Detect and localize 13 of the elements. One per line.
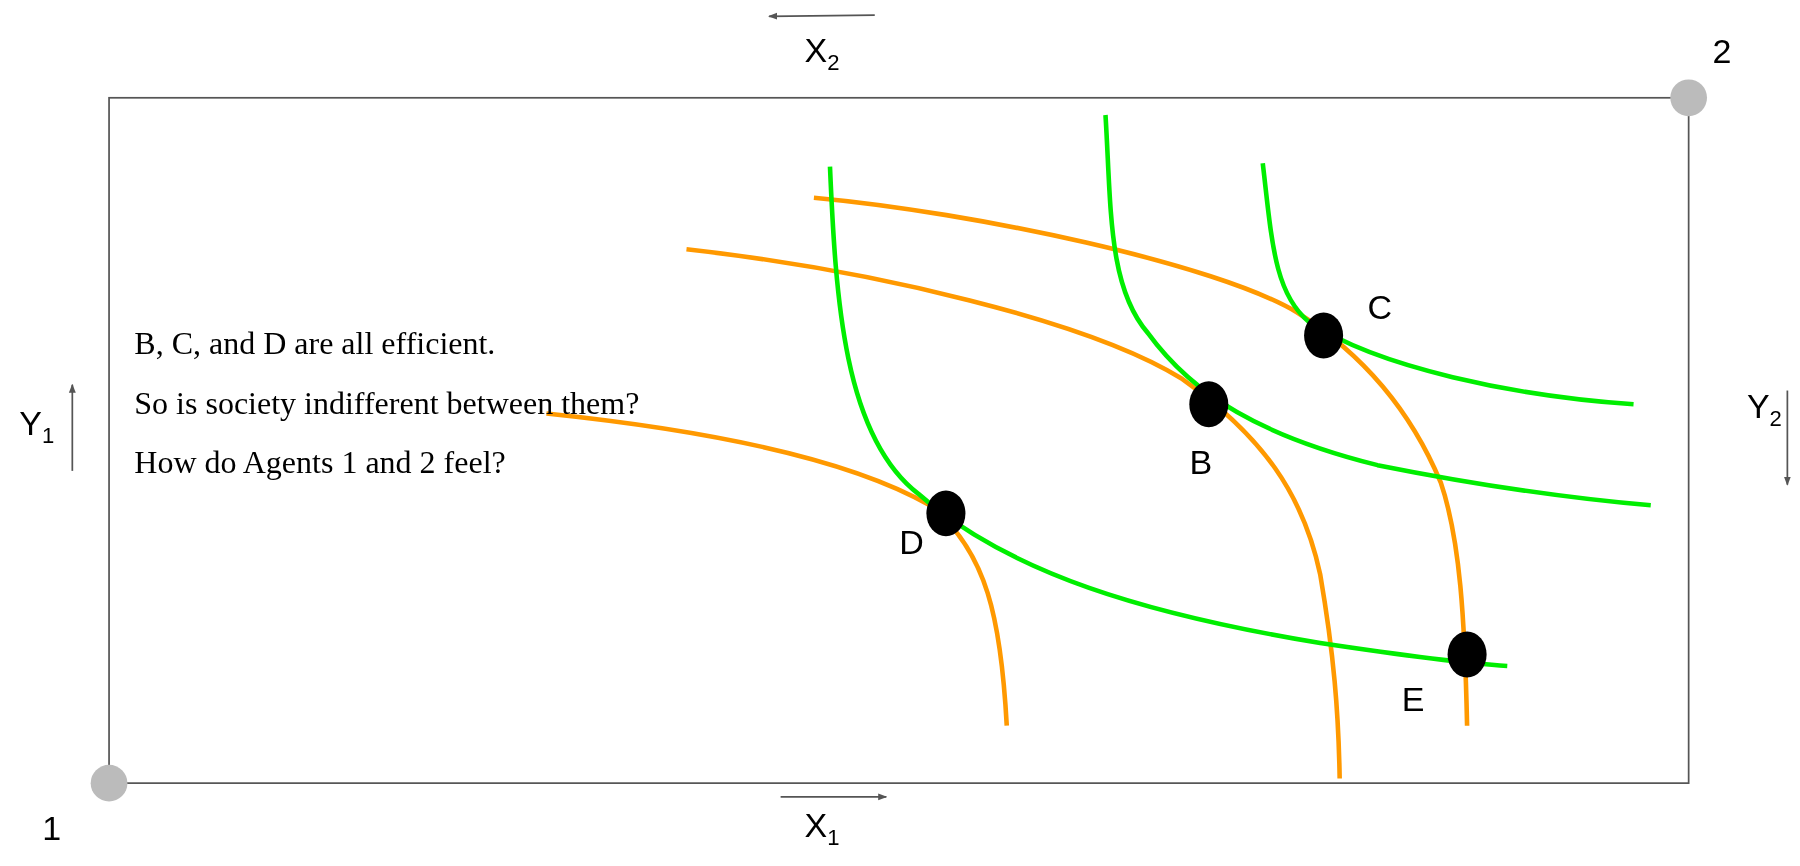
- axis-label: Y$_{1}$: [19, 405, 55, 449]
- origin-label: 1: [42, 810, 62, 848]
- axis-label: X$_{1}$: [804, 807, 840, 851]
- axis-label: Y$_{2}$: [1746, 388, 1782, 432]
- axis-label: X$_{2}$: [804, 32, 840, 76]
- sentence: B, C, and D are all efficient.: [134, 326, 496, 362]
- point-label: C: [1367, 288, 1393, 327]
- point-label: D: [899, 524, 924, 562]
- point-label: E: [1401, 681, 1425, 719]
- sentence: How do Agents 1 and 2 feel?: [134, 445, 506, 481]
- origin-label: 2: [1712, 32, 1732, 71]
- sentence: So is society indifferent between them?: [134, 386, 640, 422]
- point-label: B: [1189, 443, 1213, 482]
